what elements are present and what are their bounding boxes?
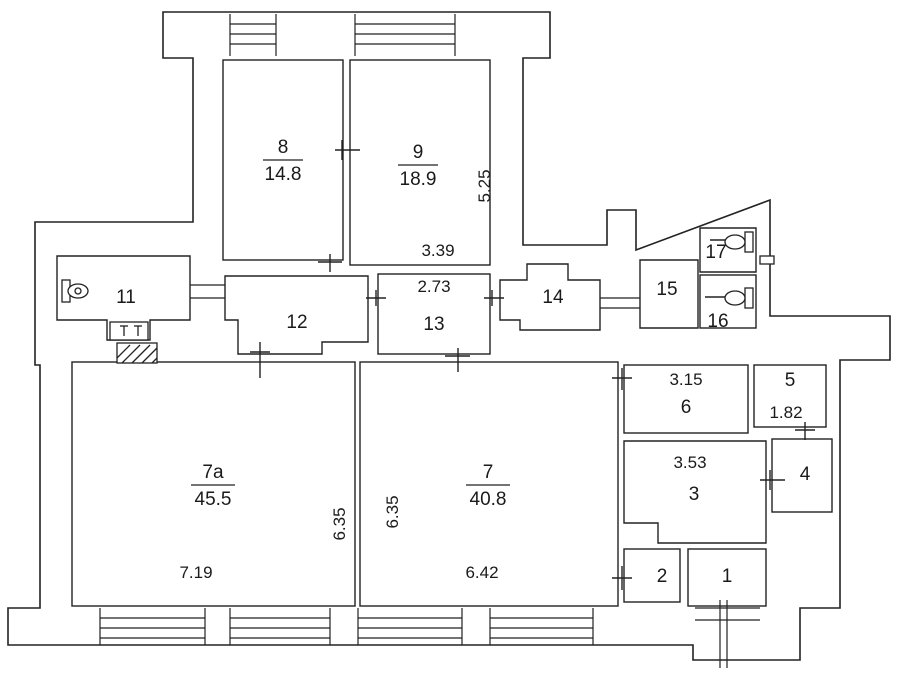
room-labels: 8 14.8 9 18.9 7a 45.5 7 40.8 11 12 13 14… bbox=[116, 137, 811, 587]
room-11-number: 11 bbox=[116, 287, 136, 308]
room-6-number: 6 bbox=[681, 397, 692, 418]
dim-room7a-width: 7.19 bbox=[179, 563, 212, 582]
dim-room7-width: 6.42 bbox=[465, 563, 498, 582]
room-7-number: 7 bbox=[483, 462, 494, 483]
room-4-outline bbox=[771, 438, 833, 513]
dim-room3-width: 3.53 bbox=[673, 453, 706, 472]
room-1-outline bbox=[687, 548, 767, 607]
room-11-outline bbox=[56, 255, 191, 341]
window-bottom-4 bbox=[489, 608, 594, 645]
room-2-number: 2 bbox=[657, 566, 668, 587]
window-top-left bbox=[229, 14, 277, 56]
dim-room13-width: 2.73 bbox=[417, 277, 450, 296]
room-7a-area: 45.5 bbox=[195, 489, 232, 510]
room-7-area: 40.8 bbox=[470, 489, 507, 510]
room-8-label: 8 14.8 bbox=[263, 137, 303, 185]
fixtures bbox=[61, 231, 775, 364]
toilet-icon bbox=[61, 279, 89, 303]
toilet-icon bbox=[724, 287, 754, 309]
pipe-icon bbox=[759, 255, 775, 265]
room-15-number: 15 bbox=[656, 279, 677, 300]
radiator-icon bbox=[109, 321, 149, 341]
room-5-outline bbox=[753, 364, 827, 428]
room-17-number: 17 bbox=[705, 242, 726, 263]
room-6-outline bbox=[623, 364, 749, 434]
room-14-outline bbox=[499, 263, 601, 331]
dimension-labels: 5.25 3.39 2.73 6.35 7.19 6.35 6.42 3.15 … bbox=[179, 169, 802, 582]
window-bottom-3 bbox=[357, 608, 463, 645]
room-14-number: 14 bbox=[542, 287, 564, 308]
room-9-outline bbox=[349, 59, 491, 266]
room-9-area: 18.9 bbox=[400, 169, 437, 190]
dim-room5-width: 1.82 bbox=[769, 403, 802, 422]
room-15-outline bbox=[639, 259, 699, 329]
room-7a-label: 7a 45.5 bbox=[191, 462, 235, 510]
room-7a-outline bbox=[71, 361, 356, 607]
room-8-area: 14.8 bbox=[265, 164, 302, 185]
room-4-number: 4 bbox=[800, 464, 811, 485]
room-13-number: 13 bbox=[423, 314, 444, 335]
window-top-right bbox=[354, 14, 456, 56]
room-13-outline bbox=[377, 273, 491, 355]
room-3-outline bbox=[623, 440, 767, 544]
room-1-number: 1 bbox=[722, 566, 733, 587]
dim-room9-width: 3.39 bbox=[421, 241, 454, 260]
room-2-outline bbox=[623, 548, 681, 603]
window-right-wing bbox=[600, 297, 640, 309]
entrance-steps bbox=[695, 600, 760, 668]
room-7-label: 7 40.8 bbox=[466, 462, 510, 510]
hatched-shaft-icon bbox=[116, 342, 158, 364]
rooms-outlines bbox=[56, 59, 833, 607]
room-9-number: 9 bbox=[413, 142, 424, 163]
dim-room9-height: 5.25 bbox=[475, 169, 494, 202]
toilet-icon bbox=[724, 231, 754, 253]
room-7a-number: 7a bbox=[202, 462, 224, 483]
dim-room7-height: 6.35 bbox=[383, 495, 402, 528]
room-16-number: 16 bbox=[707, 311, 728, 332]
window-bottom-1 bbox=[99, 608, 206, 645]
room-12-number: 12 bbox=[286, 312, 307, 333]
room-3-number: 3 bbox=[689, 484, 700, 505]
room-5-number: 5 bbox=[785, 370, 796, 391]
room-8-number: 8 bbox=[278, 137, 289, 158]
room-7-outline bbox=[359, 361, 619, 607]
window-bottom-2 bbox=[229, 608, 331, 645]
room-9-label: 9 18.9 bbox=[398, 142, 438, 190]
doors bbox=[250, 140, 815, 590]
window-left-wing bbox=[190, 284, 225, 299]
windows bbox=[99, 14, 760, 668]
dim-room7a-height: 6.35 bbox=[330, 507, 349, 540]
dim-room6-width: 3.15 bbox=[669, 370, 702, 389]
